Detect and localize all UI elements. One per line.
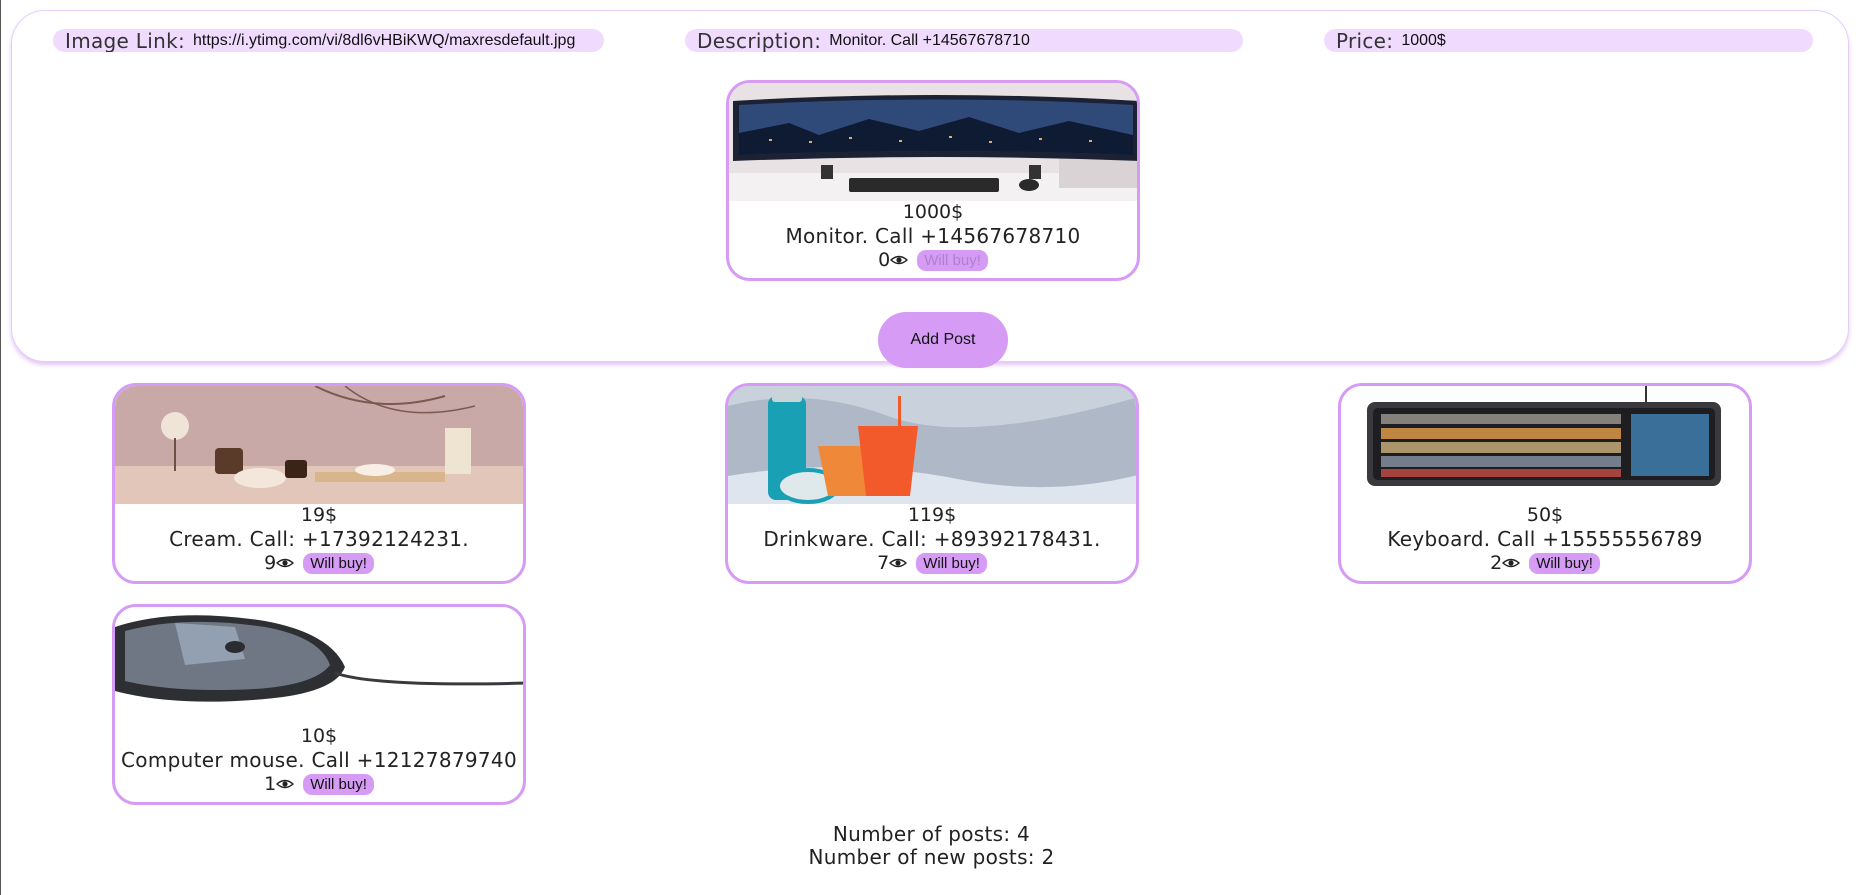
monitor-photo xyxy=(729,83,1137,201)
will-buy-button[interactable]: Will buy! xyxy=(303,773,374,795)
eye-icon xyxy=(889,558,908,568)
post-card: 50$ Keyboard. Call +15555556789 2 Will b… xyxy=(1338,383,1752,584)
price-input[interactable]: 1000$ xyxy=(1401,31,1446,49)
will-buy-button[interactable]: Will buy! xyxy=(917,249,988,271)
view-count: 0 xyxy=(878,249,891,271)
image-link-input[interactable]: https://i.ytimg.com/vi/8dl6vHBiKWQ/maxre… xyxy=(193,31,576,49)
will-buy-button[interactable]: Will buy! xyxy=(916,552,987,574)
post-meta: 7 Will buy! xyxy=(728,552,1136,574)
mouse-photo xyxy=(115,607,523,725)
image-link-field[interactable]: Image Link: https://i.ytimg.com/vi/8dl6v… xyxy=(53,29,604,52)
post-description: Monitor. Call +14567678710 xyxy=(785,224,1081,248)
will-buy-button[interactable]: Will buy! xyxy=(303,552,374,574)
image-link-label: Image Link: xyxy=(65,29,185,52)
post-description: Cream. Call: +17392124231. xyxy=(169,527,469,551)
price-field[interactable]: Price: 1000$ xyxy=(1324,29,1813,52)
eye-icon xyxy=(890,255,909,265)
view-count: 7 xyxy=(877,552,890,574)
post-meta: 2 Will buy! xyxy=(1341,552,1749,574)
new-posts-count: Number of new posts: 2 xyxy=(808,845,1055,869)
post-description: Computer mouse. Call +12127879740 xyxy=(121,748,517,772)
eye-icon xyxy=(276,779,295,789)
preview-post-card: 1000$ Monitor. Call +14567678710 0 Will … xyxy=(726,80,1140,281)
eye-icon xyxy=(276,558,295,568)
post-meta: 1 Will buy! xyxy=(115,773,523,795)
description-label: Description: xyxy=(697,29,822,52)
eye-icon xyxy=(1502,558,1521,568)
post-card: 119$ Drinkware. Call: +89392178431. 7 Wi… xyxy=(725,383,1139,584)
post-card: 19$ Cream. Call: +17392124231. 9 Will bu… xyxy=(112,383,526,584)
posts-count: Number of posts: 4 xyxy=(832,822,1031,846)
post-card: 10$ Computer mouse. Call +12127879740 1 … xyxy=(112,604,526,805)
view-count: 9 xyxy=(264,552,277,574)
view-count: 1 xyxy=(264,773,277,795)
post-price: 50$ xyxy=(1526,504,1564,526)
add-post-form: Image Link: https://i.ytimg.com/vi/8dl6v… xyxy=(11,10,1849,368)
description-field[interactable]: Description: Monitor. Call +14567678710 xyxy=(685,29,1243,52)
cream-photo xyxy=(115,386,523,504)
post-description: Keyboard. Call +15555556789 xyxy=(1387,527,1703,551)
post-price: 19$ xyxy=(300,504,338,526)
description-input[interactable]: Monitor. Call +14567678710 xyxy=(829,31,1030,49)
drinkware-photo xyxy=(728,386,1136,504)
post-description: Drinkware. Call: +89392178431. xyxy=(763,527,1101,551)
keyboard-photo xyxy=(1341,386,1749,504)
price-label: Price: xyxy=(1336,29,1394,52)
add-post-button[interactable]: Add Post xyxy=(878,312,1008,368)
post-meta: 0 Will buy! xyxy=(729,249,1137,271)
will-buy-button[interactable]: Will buy! xyxy=(1529,552,1600,574)
view-count: 2 xyxy=(1490,552,1503,574)
post-price: 10$ xyxy=(300,725,338,747)
post-meta: 9 Will buy! xyxy=(115,552,523,574)
post-price: 1000$ xyxy=(902,201,964,223)
post-price: 119$ xyxy=(907,504,957,526)
